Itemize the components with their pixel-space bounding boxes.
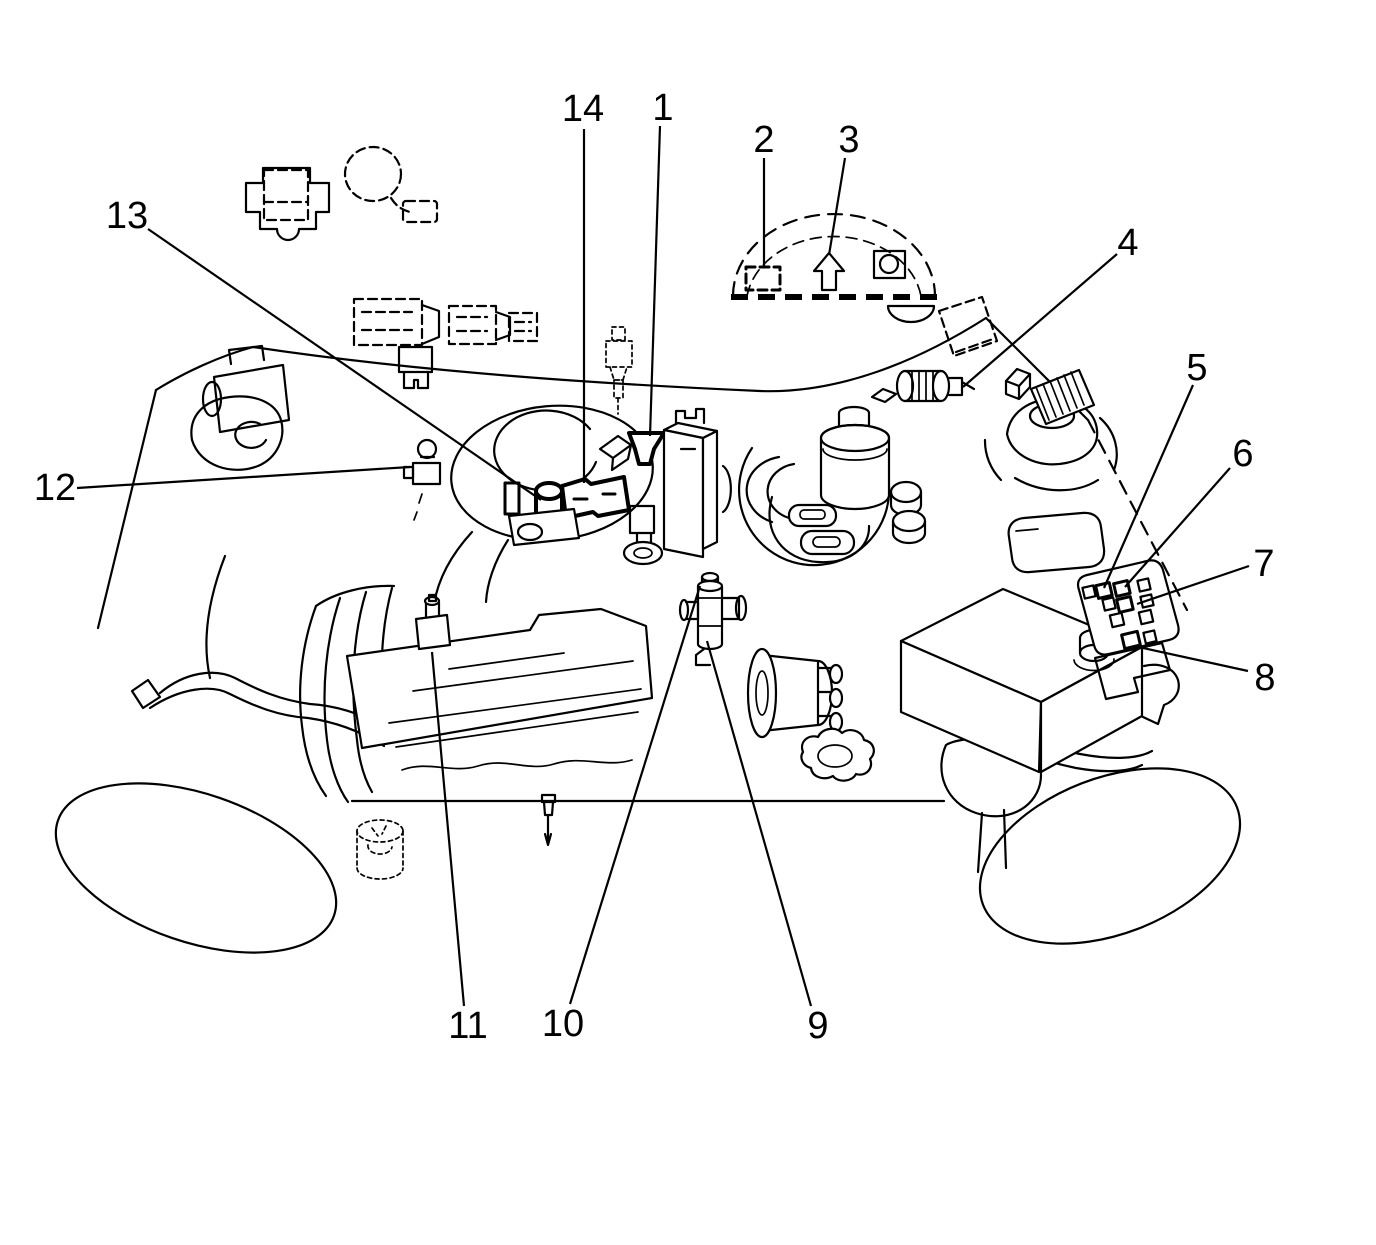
lower-hoses — [130, 554, 394, 748]
cluster-inner-arc — [746, 235, 922, 297]
callout-leader-9 — [705, 640, 813, 1007]
callout-leader-10 — [568, 585, 702, 1005]
corrugated-hose — [1029, 368, 1096, 426]
spark-plug-lower — [540, 793, 557, 847]
callout-label-4: 4 — [1117, 222, 1138, 264]
fuses-bold — [1094, 579, 1142, 651]
callout-leader-3 — [827, 157, 847, 256]
cluster-half-disc — [886, 304, 936, 324]
left-hood-corner — [154, 345, 255, 392]
valve-cover — [345, 607, 946, 803]
small-cube — [1004, 367, 1032, 401]
up-arrow-icon — [812, 251, 846, 292]
right-a-pillar-dashed — [1086, 418, 1189, 612]
hood-rear-edge — [251, 316, 988, 393]
cluster-outer-arc — [731, 212, 937, 298]
small-wedge — [870, 387, 898, 404]
radiator-cap — [800, 727, 875, 782]
wedge-clip — [598, 434, 633, 472]
left-fender-line — [96, 388, 158, 630]
callout-leader-7 — [1136, 564, 1250, 606]
ghost-connectors — [352, 297, 539, 347]
callout-label-13: 13 — [106, 195, 148, 237]
oil-pressure-sensor — [402, 438, 442, 521]
reservoir-bottle — [819, 405, 927, 545]
ignition-coil — [662, 407, 732, 559]
callout-label-12: 12 — [34, 467, 76, 509]
callout-label-14: 14 — [562, 88, 604, 130]
relay-part — [397, 345, 434, 390]
ghost-spark-plug — [605, 326, 633, 415]
wheels — [54, 767, 1242, 954]
callout-label-1: 1 — [652, 87, 673, 129]
callout-label-7: 7 — [1253, 543, 1274, 585]
left-strut-tower — [190, 395, 284, 471]
callout-label-10: 10 — [542, 1003, 584, 1045]
cluster-side-ghost-box — [937, 295, 999, 358]
callout-leader-12 — [76, 465, 411, 490]
tbi-bracket — [503, 481, 521, 516]
ghost-bracket — [244, 166, 331, 242]
ecm-box — [1007, 511, 1106, 574]
callout-leader-13 — [147, 228, 542, 501]
callout-leader-4 — [962, 253, 1118, 388]
temp-sensor — [414, 593, 452, 651]
tbi-base — [507, 507, 581, 547]
distributor — [746, 647, 844, 739]
callout-leader-8 — [1133, 644, 1249, 673]
throttle-body-assembly — [503, 475, 631, 547]
callout-label-11: 11 — [448, 1005, 487, 1047]
callout-leader-5 — [1102, 384, 1195, 589]
ghost-canister — [356, 819, 404, 880]
lamp-icon — [872, 249, 907, 280]
callout-label-8: 8 — [1254, 657, 1275, 699]
battery-clamp — [1141, 663, 1180, 726]
callout-leader-6 — [1124, 467, 1231, 588]
fuse-box — [1076, 559, 1180, 701]
callout-label-6: 6 — [1232, 433, 1253, 475]
callout-label-2: 2 — [753, 119, 774, 161]
ghost-balloon — [343, 145, 439, 224]
callout-label-3: 3 — [838, 119, 859, 161]
callout-leader-1 — [648, 125, 662, 437]
callout-label-9: 9 — [807, 1005, 828, 1047]
callout-label-5: 5 — [1186, 347, 1207, 389]
right-wheel — [978, 767, 1242, 945]
barrel-sensor — [870, 367, 1032, 404]
callout-leader-11 — [430, 651, 466, 1007]
cluster-indicator-box — [744, 265, 782, 292]
left-wheel — [54, 782, 338, 954]
fuse-box-tray — [1093, 641, 1172, 701]
